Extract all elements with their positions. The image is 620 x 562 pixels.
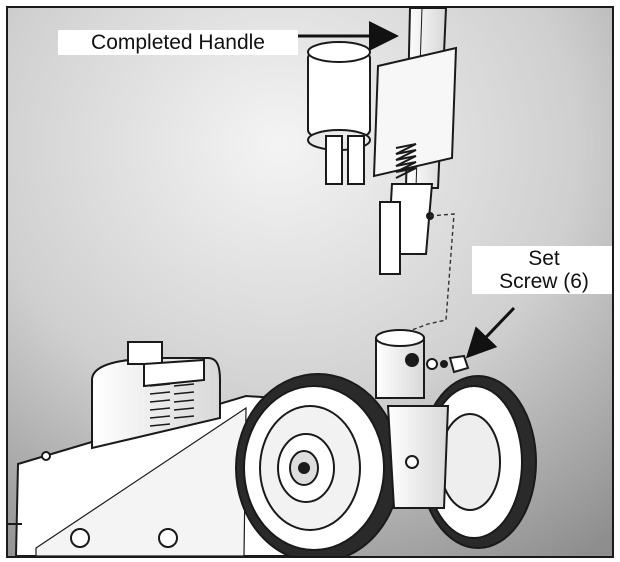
- set-screw-text-line1: Set: [476, 247, 612, 270]
- completed-handle-label: Completed Handle: [58, 30, 298, 55]
- completed-handle-text: Completed Handle: [62, 31, 294, 54]
- set-screw-label: Set Screw (6): [472, 246, 614, 294]
- handle-socket: [376, 330, 424, 398]
- front-wheel: [236, 374, 400, 556]
- diagram-frame: Completed Handle Set Screw (6): [6, 6, 614, 558]
- set-screw-text-line2: Screw (6): [476, 270, 612, 293]
- axle-housing: [388, 406, 448, 508]
